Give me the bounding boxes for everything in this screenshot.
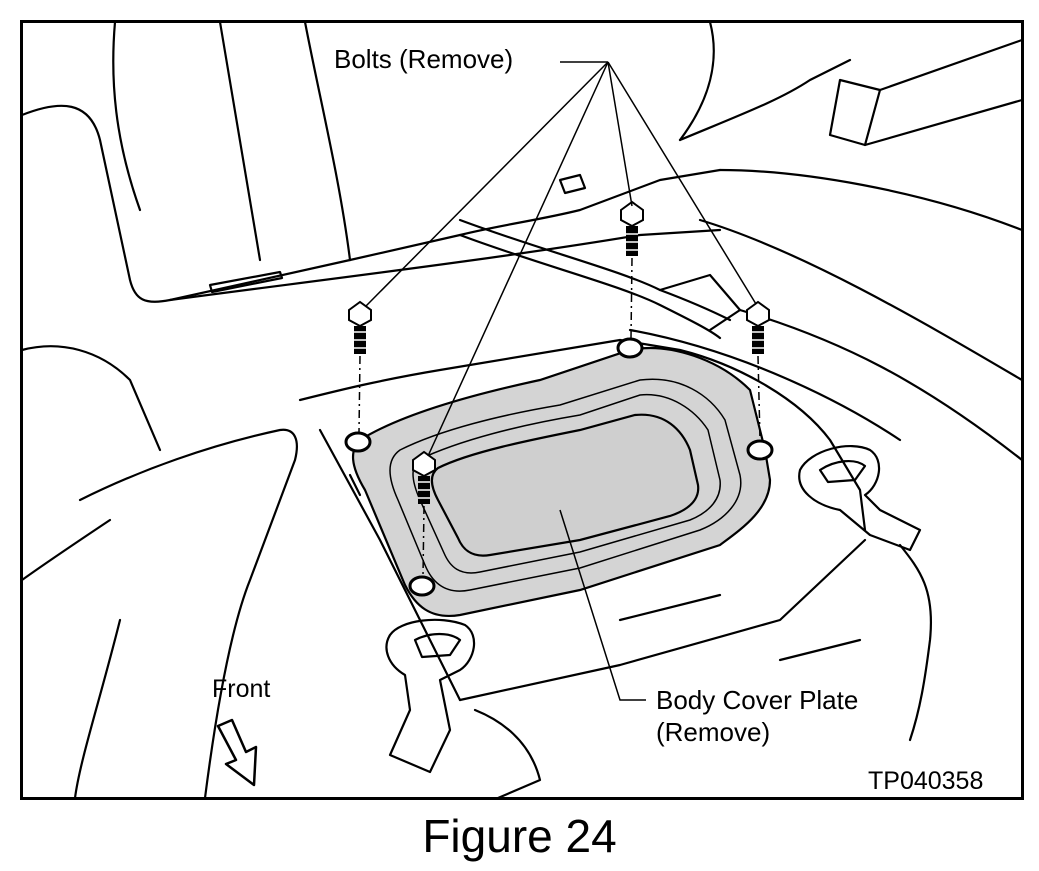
bolt-holes (344, 337, 774, 597)
alignment-lines (358, 257, 761, 577)
seat-right (628, 20, 1024, 462)
figure-caption: Figure 24 (422, 810, 617, 862)
figure-frame: Bolts (Remove) Body Cover Plate (Remove)… (20, 20, 1024, 800)
seat-front-left (20, 345, 298, 800)
plate-leader-line (559, 509, 646, 701)
seat-belt-buckle-right (798, 445, 932, 742)
plate-label-line1: Body Cover Plate (656, 685, 859, 715)
front-label: Front (212, 675, 271, 703)
bolt-leader-lines (365, 61, 757, 457)
seat-belt-buckle-left (385, 618, 542, 800)
harness (458, 218, 742, 340)
bolts-label: Bolts (Remove) (334, 44, 514, 74)
plate-label-line2: (Remove) (656, 717, 771, 747)
body-cover-plate (352, 347, 772, 618)
floor-pan (298, 338, 867, 702)
front-arrow-icon (216, 718, 258, 787)
seat-backrest (20, 20, 722, 303)
figure-code: TP040358 (868, 767, 984, 795)
bolt-icon (348, 200, 770, 504)
illustration (20, 20, 1024, 800)
